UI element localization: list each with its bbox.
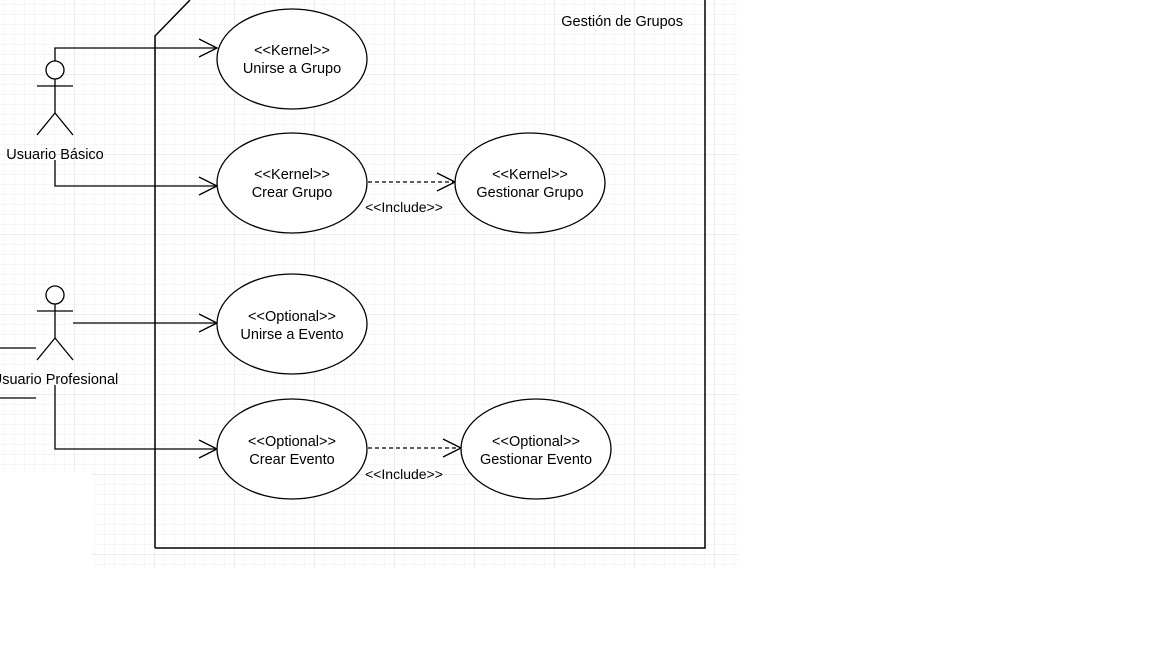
include-relations: <<Include>> <<Include>> <box>365 182 461 482</box>
use-case-crear-evento[interactable]: <<Optional>> Crear Evento <box>216 398 368 500</box>
use-case-stereotype: <<Kernel>> <box>254 167 330 183</box>
use-case-name: Crear Evento <box>249 452 334 468</box>
actor-label: Usuario Básico <box>6 147 104 163</box>
use-case-stereotype: <<Optional>> <box>248 309 336 325</box>
use-case-unirse-grupo[interactable]: <<Kernel>> Unirse a Grupo <box>216 8 368 110</box>
system-boundary-title: Gestión de Grupos <box>561 14 683 30</box>
use-case-name: Gestionar Evento <box>480 452 592 468</box>
use-case-gestionar-evento[interactable]: <<Optional>> Gestionar Evento <box>460 398 612 500</box>
use-case-name: Unirse a Grupo <box>243 61 341 77</box>
use-case-unirse-evento[interactable]: <<Optional>> Unirse a Evento <box>216 273 368 375</box>
associations <box>54 48 217 449</box>
use-case-crear-grupo[interactable]: <<Kernel>> Crear Grupo <box>216 132 368 234</box>
association-crear-grupo[interactable] <box>54 160 217 186</box>
actor-usuario-basico[interactable]: Usuario Básico <box>6 60 104 163</box>
include-label-grupo: <<Include>> <box>365 199 443 215</box>
use-case-name: Unirse a Evento <box>240 327 343 343</box>
include-label-evento: <<Include>> <box>365 466 443 482</box>
canvas-blank-area <box>0 472 92 568</box>
association-unirse-grupo[interactable] <box>54 48 217 61</box>
use-case-gestionar-grupo[interactable]: <<Kernel>> Gestionar Grupo <box>454 132 606 234</box>
use-case-name: Crear Grupo <box>252 185 333 201</box>
association-crear-evento[interactable] <box>54 385 217 449</box>
use-case-name: Gestionar Grupo <box>476 185 583 201</box>
actor-label: Usuario Profesional <box>0 372 118 388</box>
system-boundary[interactable]: Gestión de Grupos <box>154 0 706 549</box>
actor-head <box>45 285 65 305</box>
diagram-canvas-grid <box>0 0 738 568</box>
actor-usuario-profesional[interactable]: Usuario Profesional <box>0 285 118 399</box>
actor-head <box>45 60 65 80</box>
use-case-stereotype: <<Optional>> <box>248 434 336 450</box>
use-case-stereotype: <<Optional>> <box>492 434 580 450</box>
use-case-stereotype: <<Kernel>> <box>254 43 330 59</box>
use-case-stereotype: <<Kernel>> <box>492 167 568 183</box>
